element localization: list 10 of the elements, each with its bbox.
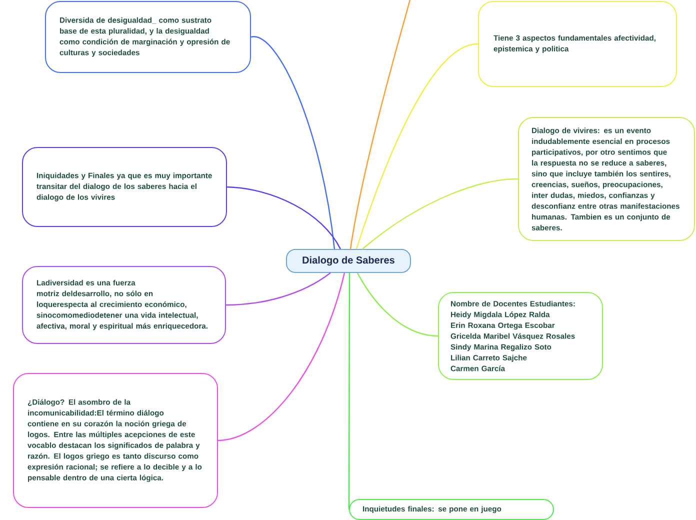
central-topic-box: Dialogo de Saberes <box>286 249 411 273</box>
connector-line <box>362 178 518 250</box>
connector-line <box>218 272 346 442</box>
connector-line <box>226 272 331 306</box>
connector-line <box>356 43 478 250</box>
connector-line <box>250 36 336 250</box>
connector-line <box>356 272 438 337</box>
connector-line <box>348 272 350 510</box>
connector-line <box>226 186 341 250</box>
connector-line <box>350 0 411 250</box>
